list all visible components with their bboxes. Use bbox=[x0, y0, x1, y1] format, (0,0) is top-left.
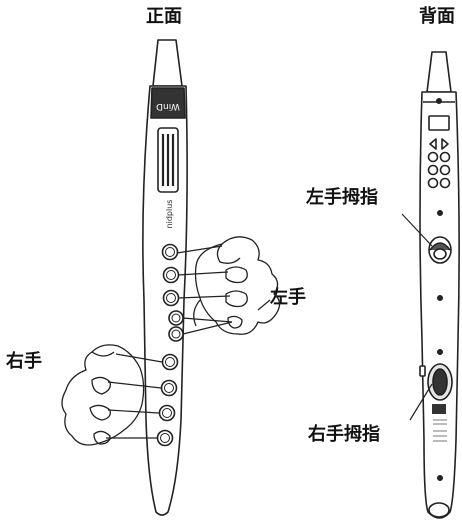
back-fine-print bbox=[433, 419, 447, 442]
front-cap bbox=[150, 87, 186, 119]
left-hand-drawing bbox=[193, 236, 281, 335]
back-logo-block bbox=[432, 404, 446, 414]
right-thumb-rest bbox=[419, 363, 453, 401]
front-brand: nidplus bbox=[165, 200, 174, 229]
back-body bbox=[419, 91, 460, 519]
front-grille bbox=[161, 134, 175, 186]
right-hand-label: 右手 bbox=[6, 351, 42, 372]
front-keys bbox=[156, 243, 184, 447]
back-dot-2 bbox=[436, 294, 443, 301]
front-mouthpiece bbox=[152, 39, 183, 87]
front-view-title: 正面 bbox=[146, 6, 182, 27]
back-display bbox=[428, 115, 450, 131]
back-dot-3 bbox=[436, 348, 443, 355]
front-logo: WinD bbox=[156, 101, 180, 111]
left-thumb-label: 左手拇指 bbox=[306, 187, 378, 208]
left-thumb-pointer bbox=[401, 213, 433, 247]
back-dot-4 bbox=[436, 474, 443, 481]
front-instrument: WinD nidplus bbox=[142, 39, 188, 516]
back-button-grid bbox=[427, 151, 451, 189]
back-view-title: 背面 bbox=[419, 6, 455, 27]
right-hand-drawing bbox=[61, 344, 145, 446]
left-thumb-key bbox=[428, 236, 452, 264]
right-hand-pointers bbox=[106, 353, 163, 439]
back-instrument bbox=[419, 51, 460, 519]
back-screw-top bbox=[435, 98, 442, 105]
right-thumb-label: 右手拇指 bbox=[308, 424, 380, 445]
back-dot-1 bbox=[436, 210, 443, 217]
back-bell bbox=[428, 502, 450, 518]
left-hand-pointers bbox=[176, 245, 271, 335]
back-right-arrow bbox=[441, 138, 449, 150]
back-left-arrow bbox=[429, 138, 437, 150]
back-mouthpiece bbox=[426, 51, 452, 93]
right-thumb-pointer bbox=[409, 383, 433, 421]
